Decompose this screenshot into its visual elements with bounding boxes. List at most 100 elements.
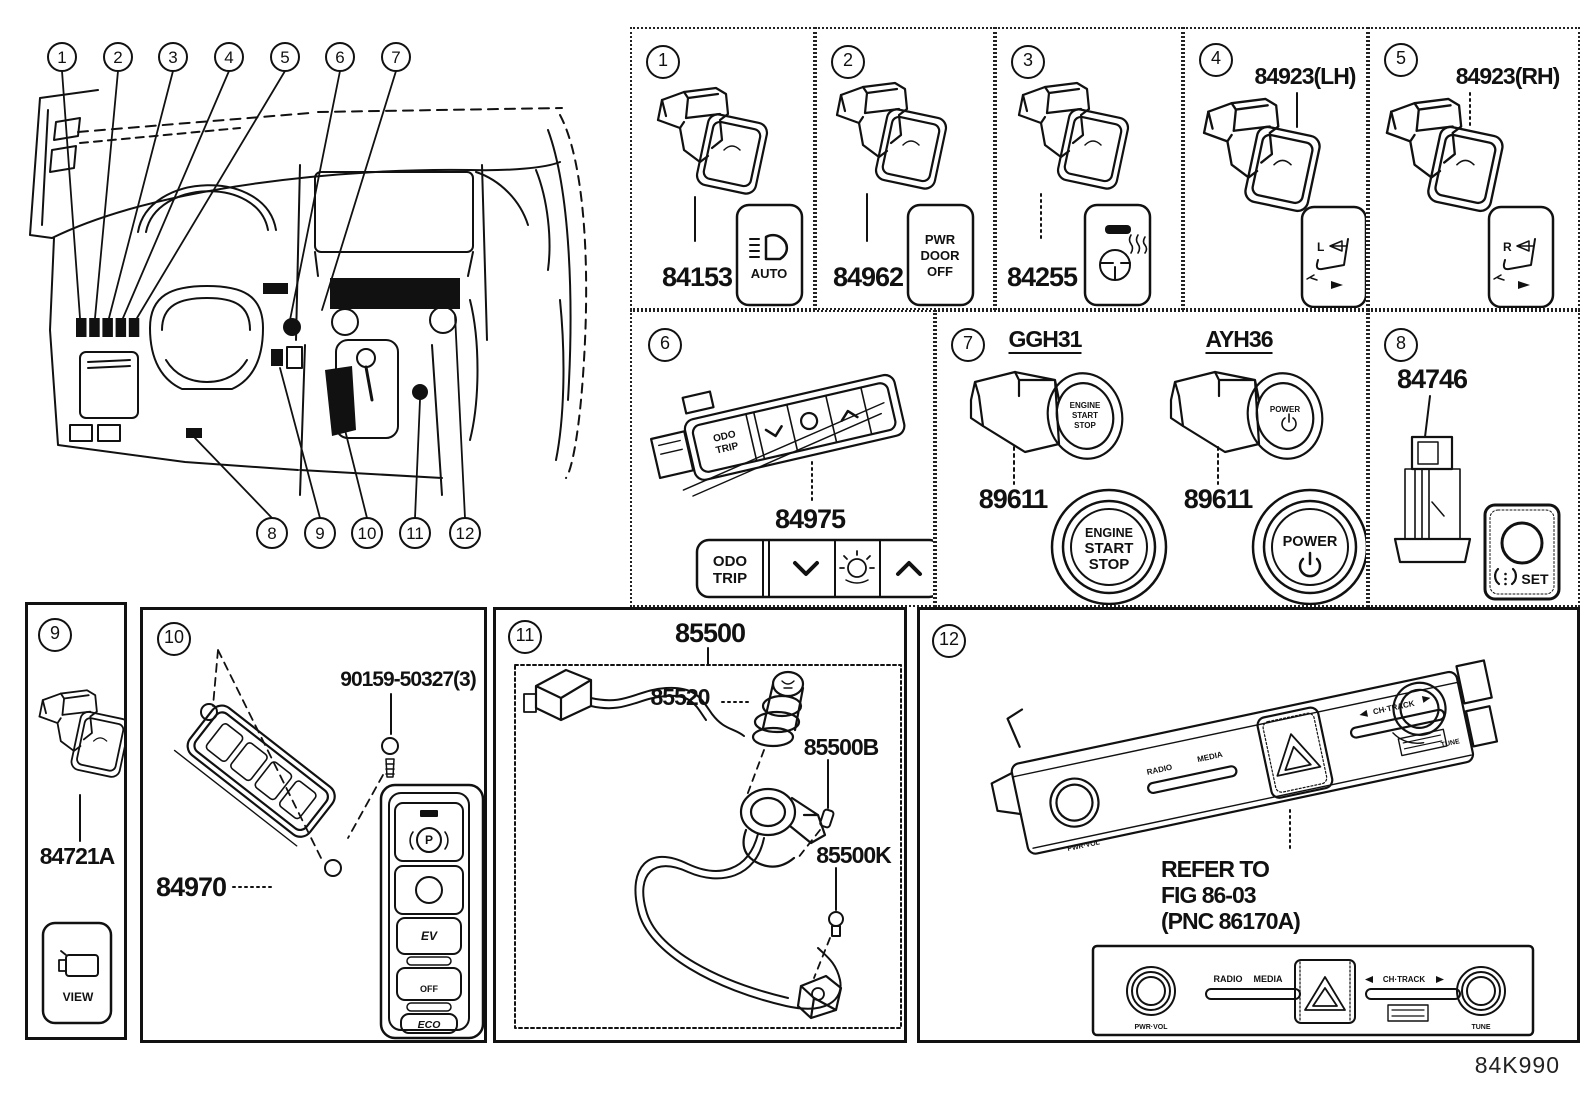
seat-adjust-icon-left: L bbox=[1306, 238, 1349, 289]
svg-text:STOP: STOP bbox=[1074, 421, 1096, 430]
tire-icon bbox=[1493, 567, 1518, 586]
part-number-89611-right: 89611 bbox=[1183, 484, 1254, 514]
svg-text:10: 10 bbox=[358, 524, 377, 543]
svg-text:RADIO: RADIO bbox=[1146, 763, 1173, 777]
pwr-door-off-legend: PWR DOOR OFF bbox=[921, 232, 961, 279]
svg-text:L: L bbox=[1317, 240, 1324, 254]
auto-headlight-icon bbox=[749, 233, 789, 261]
part-number-84153: 84153 bbox=[661, 262, 733, 292]
model-code-ayh36: AYH36 bbox=[1205, 326, 1273, 352]
cell-85500: 11 85500 85520 85500B 85500K bbox=[493, 607, 907, 1043]
svg-text:8: 8 bbox=[267, 524, 276, 543]
callout-5: 5 bbox=[1384, 43, 1418, 77]
svg-text:4: 4 bbox=[224, 48, 233, 67]
callout-8: 8 bbox=[1384, 328, 1418, 362]
callout-2: 2 bbox=[831, 45, 865, 79]
odo-trip-legend-panel: ODO TRIP bbox=[695, 538, 933, 599]
callout-3: 3 bbox=[1011, 45, 1045, 79]
svg-text:OFF: OFF bbox=[927, 264, 953, 279]
cell-84975: 6 ODO TRIP ODO TRIP bbox=[630, 310, 935, 607]
callout-1: 1 bbox=[646, 45, 680, 79]
dashboard-callouts bbox=[47, 42, 481, 549]
part-number-85500: 85500 bbox=[674, 618, 746, 648]
svg-text:START: START bbox=[1085, 540, 1134, 557]
cell-84721a: 9 VIEW 84721A bbox=[25, 602, 127, 1040]
part-number-90159-50327: 90159-50327(3) bbox=[340, 668, 476, 691]
svg-text:ECO: ECO bbox=[418, 1019, 441, 1031]
dash-switch-blanks bbox=[76, 283, 428, 438]
part-number-85500b: 85500B bbox=[803, 734, 880, 760]
svg-text:VIEW: VIEW bbox=[63, 990, 94, 1004]
callout-10: 10 bbox=[157, 622, 191, 656]
odo-trip-switch-drawing: ODO TRIP bbox=[649, 373, 906, 497]
dimmer-icon bbox=[839, 550, 875, 584]
svg-text:ENGINE: ENGINE bbox=[1070, 401, 1101, 410]
svg-text:5: 5 bbox=[280, 48, 289, 67]
cell-84255: 3 84255 bbox=[995, 27, 1183, 310]
svg-text:START: START bbox=[1072, 411, 1098, 420]
svg-text:EV: EV bbox=[421, 929, 438, 943]
callout-9: 9 bbox=[38, 618, 72, 652]
camera-icon bbox=[58, 950, 99, 977]
harness-connector-drawing bbox=[523, 668, 593, 722]
svg-text:12: 12 bbox=[456, 524, 475, 543]
cell-84923-rh: 5 84923(RH) R bbox=[1368, 27, 1580, 310]
svg-text:STOP: STOP bbox=[1089, 556, 1130, 573]
seat-adjust-icon-right: R bbox=[1493, 238, 1536, 289]
svg-text:OFF: OFF bbox=[420, 984, 438, 994]
radio-panel-front-view: RADIO MEDIA CH·TRACK PWR·VOL TUNE bbox=[1091, 944, 1535, 1037]
svg-text:TRIP: TRIP bbox=[715, 441, 740, 457]
svg-text:1: 1 bbox=[57, 48, 66, 67]
power-symbol-icon bbox=[1298, 551, 1322, 578]
svg-text:6: 6 bbox=[335, 48, 344, 67]
part-number-84923-lh: 84923(LH) bbox=[1254, 63, 1357, 89]
engine-start-stop-button bbox=[1050, 488, 1168, 605]
part-number-84721a: 84721A bbox=[39, 843, 116, 869]
svg-text:TRIP: TRIP bbox=[713, 570, 747, 587]
callout-4: 4 bbox=[1199, 43, 1233, 77]
part-number-89611-left: 89611 bbox=[978, 484, 1049, 514]
dim-down-chevron-icon bbox=[793, 561, 819, 576]
svg-text:TUNE: TUNE bbox=[1471, 1024, 1490, 1031]
cell-84962: 2 PWR DOOR OFF 84962 bbox=[815, 27, 995, 310]
svg-text:ODO: ODO bbox=[712, 429, 737, 445]
callout-11: 11 bbox=[508, 620, 542, 654]
dash-display-unit bbox=[330, 278, 460, 309]
svg-text:2: 2 bbox=[113, 48, 122, 67]
part-number-84970: 84970 bbox=[155, 872, 227, 902]
heated-steering-icon bbox=[1099, 225, 1148, 281]
part-number-84746: 84746 bbox=[1396, 364, 1468, 394]
cell-84923-lh: 4 84923(LH) L bbox=[1183, 27, 1368, 310]
bulb-85500k bbox=[828, 911, 844, 937]
svg-text:RADIO: RADIO bbox=[1214, 974, 1243, 984]
svg-text:R: R bbox=[1503, 240, 1512, 254]
power-switch-drawing bbox=[1169, 365, 1332, 467]
cell-89611: 7 GGH31 AYH36 ENGINE START STOP POWER EN… bbox=[935, 310, 1368, 607]
svg-text:P: P bbox=[425, 833, 433, 847]
part-number-85500k: 85500K bbox=[816, 842, 892, 868]
svg-text:POWER: POWER bbox=[1270, 405, 1300, 414]
svg-text:9: 9 bbox=[315, 524, 324, 543]
svg-text:PWR·VOL: PWR·VOL bbox=[1134, 1024, 1168, 1031]
svg-text:AUTO: AUTO bbox=[751, 266, 788, 281]
svg-text:CH·TRACK: CH·TRACK bbox=[1383, 975, 1425, 984]
part-number-84962: 84962 bbox=[832, 262, 904, 292]
svg-text:PWR: PWR bbox=[925, 232, 956, 247]
dim-up-chevron-icon bbox=[896, 561, 922, 576]
callout-7: 7 bbox=[951, 328, 985, 362]
tpms-switch-drawing bbox=[1393, 435, 1472, 564]
harness-assembly-box bbox=[514, 664, 902, 1029]
console-panel-detail: P EV OFF ECO bbox=[379, 783, 484, 1040]
svg-text:SET: SET bbox=[1521, 571, 1549, 587]
svg-text:ODO: ODO bbox=[713, 553, 748, 570]
model-code-ggh31: GGH31 bbox=[1008, 326, 1083, 352]
lighter-plug-85520 bbox=[751, 670, 805, 748]
start-switch-drawing bbox=[969, 365, 1132, 467]
cell-84153: 1 AUTO 84153 bbox=[630, 27, 815, 310]
bulb-85500b bbox=[819, 808, 835, 829]
console-switch-panel-drawing bbox=[173, 704, 336, 847]
